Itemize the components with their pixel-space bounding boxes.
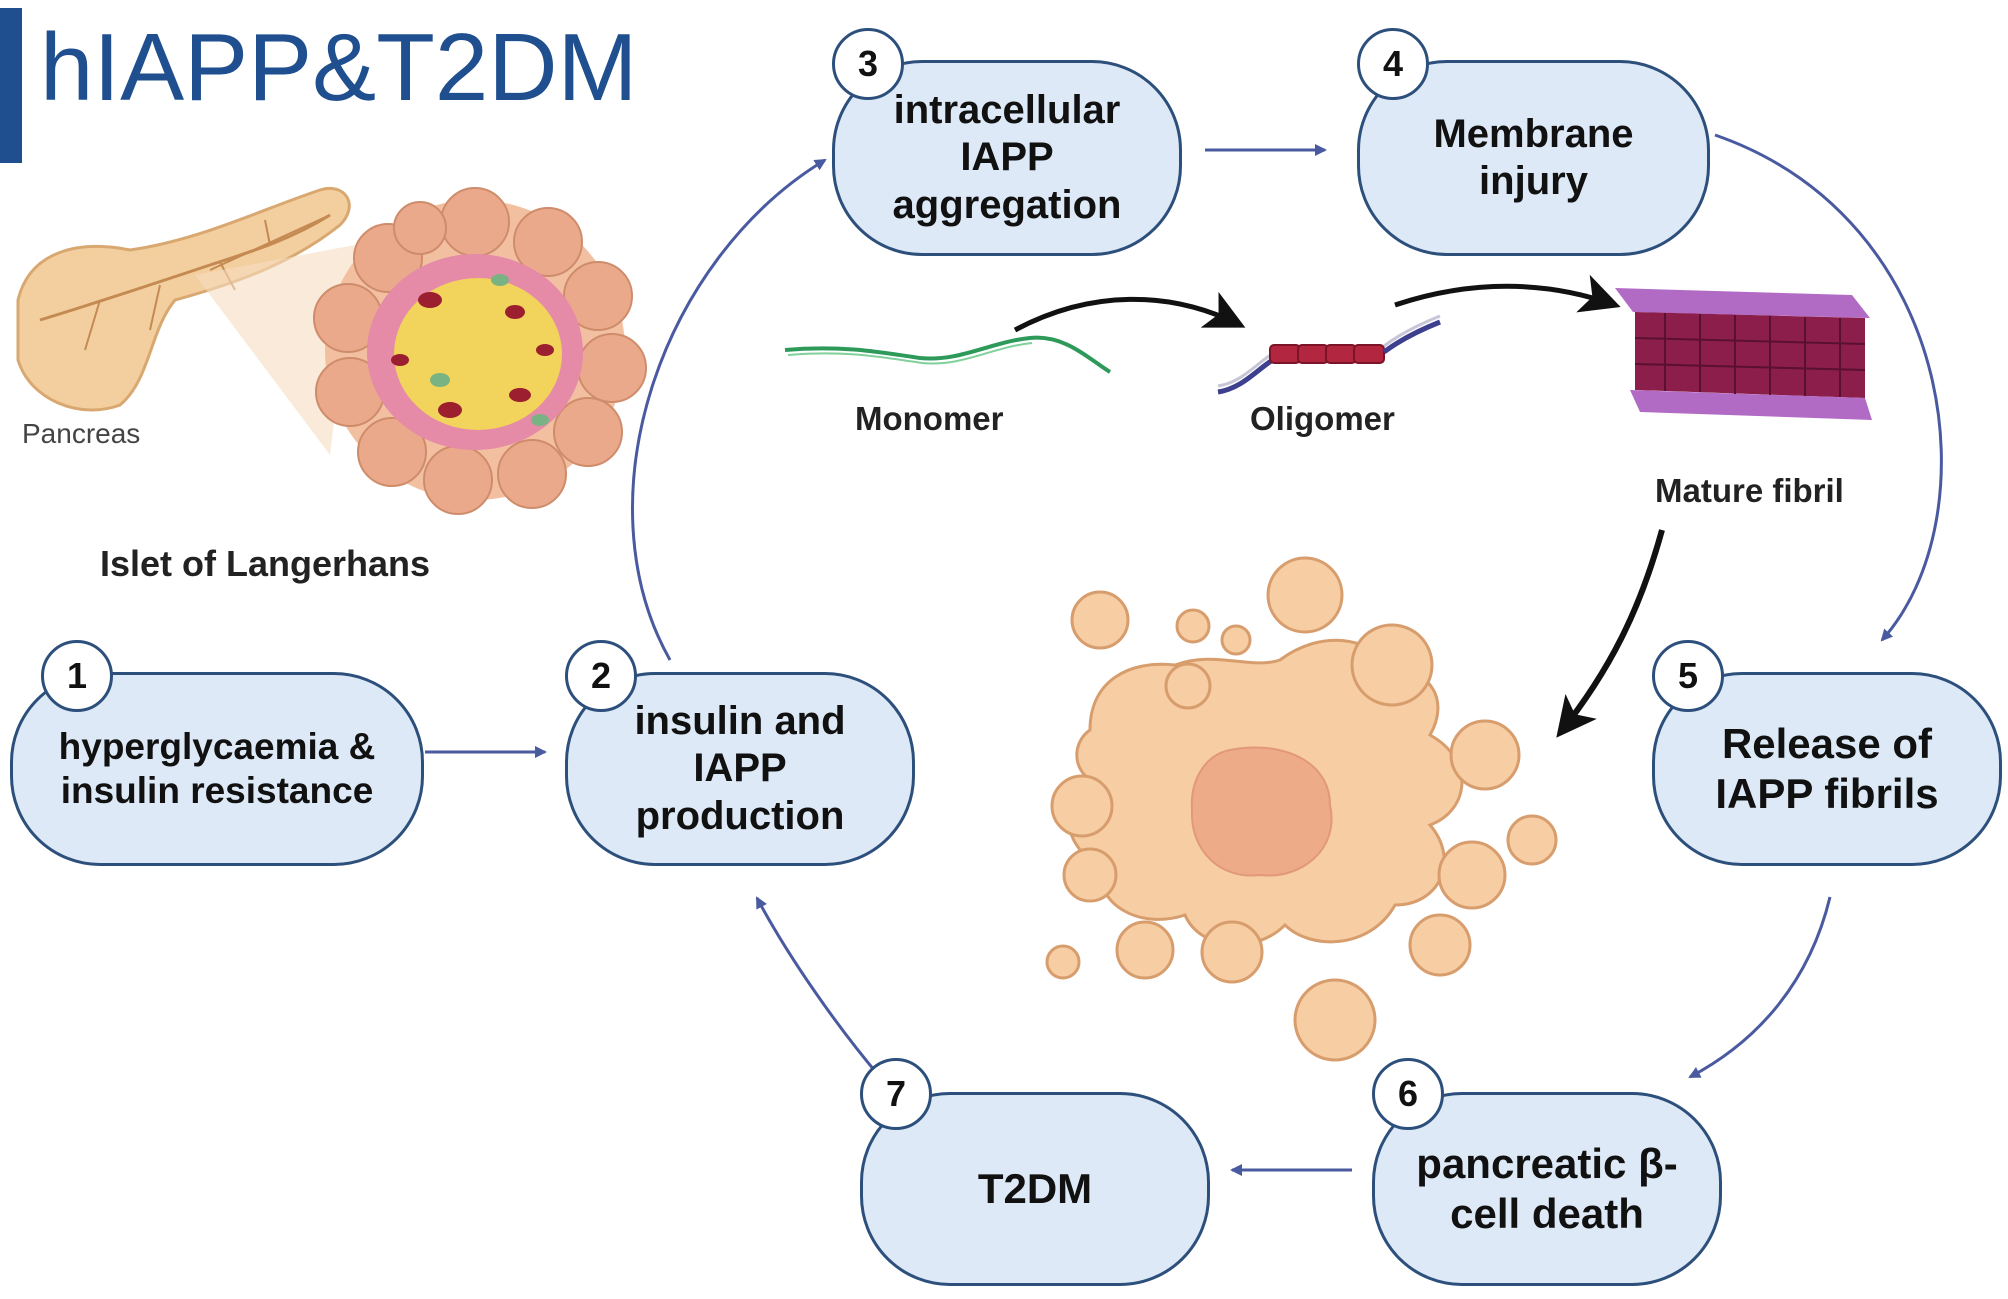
mature-fibril-label: Mature fibril <box>1655 472 1844 509</box>
pancreas-label: Pancreas <box>22 418 141 449</box>
step-text-1: hyperglycaemia & insulin resistance <box>58 726 376 811</box>
step-text-7: T2DM <box>977 1165 1093 1213</box>
islet-illustration <box>313 187 647 515</box>
step-badge-3: 3 <box>832 28 904 100</box>
cycle-arrows <box>425 133 1943 1176</box>
step-box-5: Release of IAPP fibrils <box>1652 672 2002 866</box>
fibril-to-cell-arrow <box>1556 529 1665 738</box>
diagram-title: hIAPP&T2DM <box>40 14 638 121</box>
pancreas-illustration <box>16 186 355 455</box>
dying-cell-illustration <box>1045 556 1558 1062</box>
step-box-2: insulin and IAPP production <box>565 672 915 866</box>
oligomer-label: Oligomer <box>1250 400 1395 437</box>
step-text-6: pancreatic β-cell death <box>1416 1140 1678 1237</box>
monomer-label: Monomer <box>855 400 1004 437</box>
step-box-4: Membrane injury <box>1357 60 1710 256</box>
step-text-5: Release of IAPP fibrils <box>1715 720 1939 817</box>
peptide-illustration <box>784 274 1872 420</box>
step-badge-5: 5 <box>1652 640 1724 712</box>
step-badge-6: 6 <box>1372 1058 1444 1130</box>
step-box-1: hyperglycaemia & insulin resistance <box>10 672 424 866</box>
step-badge-1: 1 <box>41 640 113 712</box>
step-box-3: intracellular IAPP aggregation <box>832 60 1182 256</box>
step-box-6: pancreatic β-cell death <box>1372 1092 1722 1286</box>
step-badge-2: 2 <box>565 640 637 712</box>
islet-label: Islet of Langerhans <box>100 543 431 584</box>
step-badge-7: 7 <box>860 1058 932 1130</box>
step-text-2: insulin and IAPP production <box>634 699 846 838</box>
step-badge-4: 4 <box>1357 28 1429 100</box>
step-box-7: T2DM <box>860 1092 1210 1286</box>
step-text-4: Membrane injury <box>1433 111 1634 203</box>
title-accent-bar <box>0 8 22 163</box>
step-text-3: intracellular IAPP aggregation <box>892 88 1122 227</box>
